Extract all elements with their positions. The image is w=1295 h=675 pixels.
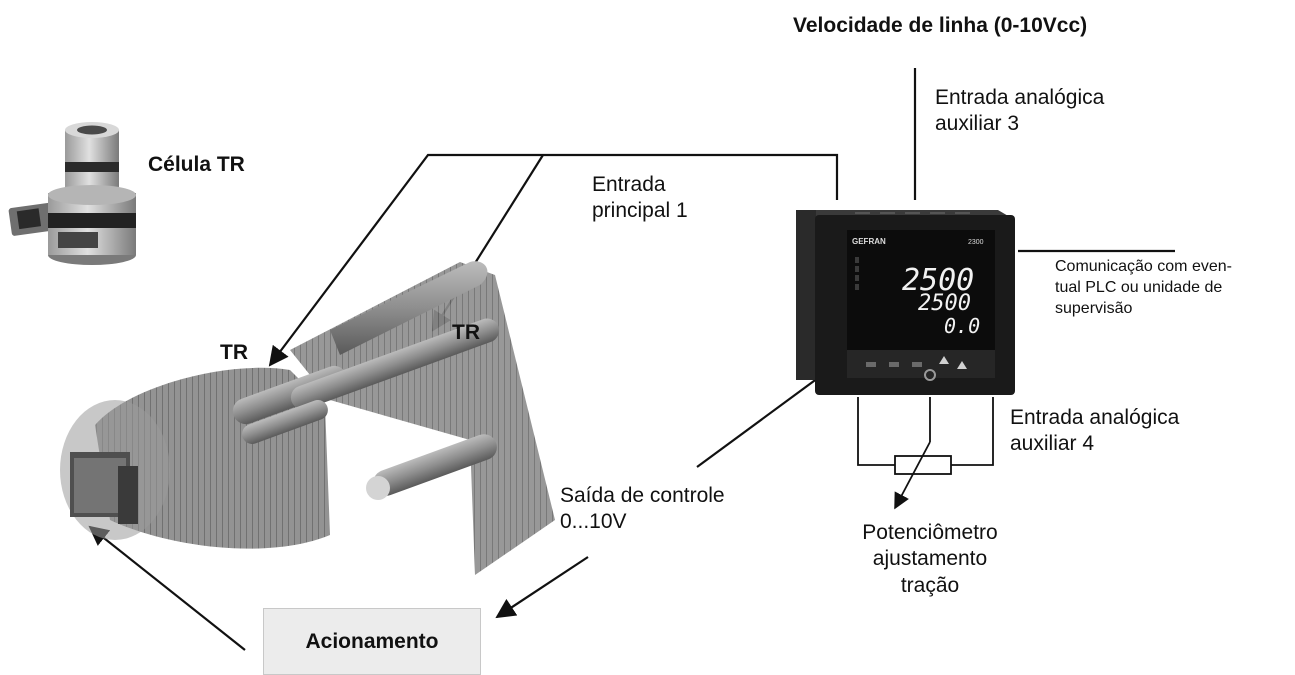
aux-input-3-label: Entrada analógica auxiliar 3	[935, 86, 1105, 136]
control-output-label: Saída de controle 0...10V	[560, 484, 725, 534]
load-cell-image	[8, 122, 136, 265]
drive-box: Acionamento	[263, 608, 481, 675]
tr-left-label: TR	[220, 341, 248, 364]
display-pv: 2500	[902, 263, 974, 298]
main-input-1-label: Entrada principal 1	[592, 173, 688, 223]
control-output-wire	[495, 377, 819, 619]
controller-device: GEFRAN 2300 2500 2500 0.0	[796, 210, 1015, 395]
tr-right-label: TR	[452, 321, 480, 344]
potentiometer-label: Potenciômetro ajustamento tração	[862, 521, 998, 597]
display-out: 0.0	[944, 314, 980, 338]
aux-input-4-label: Entrada analógica auxiliar 4	[1010, 406, 1180, 456]
svg-text:GEFRAN: GEFRAN	[852, 237, 886, 246]
communication-label: Comunicação com even- tual PLC ou unidad…	[1055, 258, 1232, 317]
svg-text:2300: 2300	[968, 239, 984, 246]
display-sv: 2500	[918, 291, 971, 316]
rolls-machine-image	[60, 261, 555, 575]
line-speed-label: Velocidade de linha (0-10Vcc)	[793, 14, 1088, 37]
drive-label: Acionamento	[305, 630, 439, 653]
drive-to-motor-wire	[88, 525, 246, 651]
potentiometer-circuit	[857, 397, 994, 510]
cell-tr-label: Célula TR	[148, 153, 245, 176]
